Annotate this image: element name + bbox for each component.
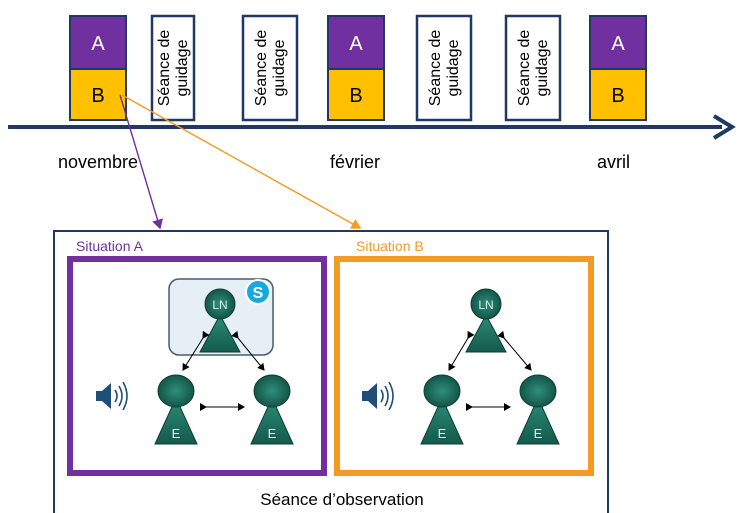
speaker-icon	[362, 381, 394, 411]
skype-icon: S	[245, 279, 271, 305]
month-label: novembre	[58, 152, 138, 172]
timeline-arrowhead	[712, 114, 736, 140]
e-pawn-icon: E	[250, 374, 294, 445]
situation-b-label: Situation B	[356, 238, 424, 254]
e-pawn-icon: E	[420, 374, 464, 445]
guidance-line-2: guidage	[271, 39, 288, 96]
block-a-label: A	[611, 33, 625, 55]
e-pawn-icon: E	[516, 374, 560, 445]
block-a-label: A	[349, 33, 363, 55]
block-b-label: B	[349, 85, 362, 107]
timeline: A B A B A B Séance de guidage	[8, 14, 736, 172]
e-pawn-icon: E	[154, 374, 198, 445]
guidance-session-3: Séance de guidage	[415, 14, 473, 122]
situation-b-panel: Situation B LN E E	[334, 238, 594, 476]
skype-letter: S	[253, 285, 264, 302]
block-b-label: B	[611, 85, 624, 107]
e-label: E	[534, 426, 543, 441]
e-label: E	[172, 426, 181, 441]
speaker-icon	[96, 381, 128, 411]
session-block-1: A B	[69, 15, 127, 121]
e-label: E	[438, 426, 447, 441]
guidance-session-2: Séance de guidage	[241, 14, 299, 122]
ln-pawn-icon: LN	[465, 288, 507, 353]
session-block-3: A B	[589, 15, 647, 121]
guidance-line-2: guidage	[445, 39, 462, 96]
block-b-label: B	[91, 85, 104, 107]
arrow-ln-e	[497, 330, 532, 371]
arrow-ln-e	[231, 330, 265, 371]
month-label: février	[330, 152, 380, 172]
guidance-session-4: Séance de guidage	[504, 14, 562, 122]
ln-label: LN	[212, 298, 227, 312]
guidance-line-1: Séance de	[427, 30, 444, 107]
arrow-ln-e	[182, 330, 210, 371]
observation-title: Séance d’observation	[260, 490, 424, 509]
ln-label: LN	[478, 298, 493, 312]
session-block-2: A B	[327, 15, 385, 121]
arrow-to-situation-b	[121, 94, 362, 229]
situation-a-label: Situation A	[76, 238, 144, 254]
guidance-session-1: Séance de guidage	[150, 14, 196, 122]
arrow-to-situation-a	[119, 94, 163, 230]
month-label: avril	[597, 152, 630, 172]
guidance-line-1: Séance de	[156, 30, 173, 107]
guidance-line-1: Séance de	[253, 30, 270, 107]
situation-a-panel: Situation A S LN E	[67, 238, 327, 476]
e-label: E	[268, 426, 277, 441]
observation-session-box: Séance d’observation Situation A S LN	[53, 230, 609, 513]
guidance-line-1: Séance de	[516, 30, 533, 107]
ln-pawn-icon: LN	[199, 288, 241, 353]
block-a-label: A	[91, 33, 105, 55]
guidance-line-2: guidage	[174, 39, 191, 96]
arrow-ln-e	[448, 330, 475, 371]
guidance-line-2: guidage	[534, 39, 551, 96]
